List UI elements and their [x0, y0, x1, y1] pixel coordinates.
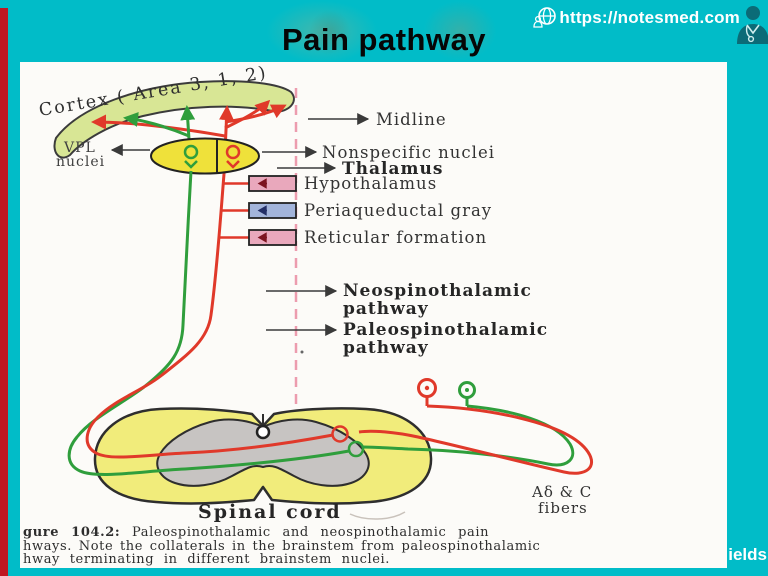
thalamus-label: Thalamus: [342, 159, 443, 179]
red-ascending-tract: [85, 173, 334, 459]
box-terminal-arrow: [257, 205, 267, 216]
caption-figure-number: gure 104.2:: [23, 525, 121, 540]
central-canal: [255, 424, 271, 440]
green-synapse-chevron: [184, 160, 198, 169]
red-fiber: [224, 99, 271, 130]
spinal-gray-matter: [156, 418, 370, 487]
caption-line-1-text: Paleospinothalamic and neospinothalamic …: [132, 525, 490, 540]
vpl-label-line2: nuclei: [56, 154, 105, 170]
periaqueductal-box: [248, 202, 297, 219]
neospinothalamic-label-line2: pathway: [343, 299, 429, 319]
caption-line-2: hways. Note the collaterals in the brain…: [23, 538, 541, 554]
pathway-labels: Neospinothalamic pathway Paleospinothala…: [266, 281, 548, 358]
red-fiber: [91, 114, 226, 138]
thalamus-structure: [150, 137, 260, 175]
spinal-cord-label: Spinal cord: [198, 501, 342, 523]
hypothalamus-label: Hypothalamus: [304, 174, 437, 193]
red-synapse-chevron: [226, 160, 240, 169]
green-ascending-tract: [67, 170, 350, 476]
caption-line-3: hway terminating in different brainstem …: [23, 552, 391, 568]
green-fiber: [123, 112, 190, 138]
red-fiber: [224, 104, 287, 124]
red-peripheral-fiber: [358, 404, 594, 475]
caption-line-1: gure 104.2: Paleospinothalamic and neosp…: [23, 526, 653, 540]
midline-label: Midline: [376, 110, 447, 129]
hypothalamus-box: [248, 175, 297, 192]
paleospinothalamic-label-line1: Paleospinothalamic: [343, 320, 548, 340]
fibers-label-line1: Aδ & C: [531, 483, 592, 501]
vpl-neuron-green: [183, 144, 199, 160]
site-url-text: https://notesmed.com: [559, 8, 740, 27]
box-terminal-arrow: [257, 178, 267, 189]
reticular-box: [248, 229, 297, 246]
pencil-mark: [349, 511, 406, 520]
box-terminal-arrow: [257, 232, 267, 243]
red-receptor: [417, 378, 437, 398]
periaqueductal-label: Periaqueductal gray: [304, 201, 492, 220]
green-receptor: [458, 381, 476, 399]
paleospinothalamic-label-line2: pathway: [343, 338, 429, 358]
site-link[interactable]: https://notesmed.com: [532, 5, 740, 31]
left-accent-bar: [0, 8, 8, 576]
red-receptor-dot: [424, 385, 430, 391]
fibers-label-line2: fibers: [538, 499, 588, 517]
paleospinothalamic-pathway: [85, 173, 594, 475]
brainstem-labels: Midline Nonspecific nuclei Thalamus Hypo…: [218, 110, 495, 247]
neospinothalamic-label-line1: Neospinothalamic: [343, 281, 532, 301]
reticular-label: Reticular formation: [304, 228, 487, 247]
pain-pathway-diagram: Cortex ( Area 3, 1, 2): [38, 63, 594, 523]
figure-panel: Cortex ( Area 3, 1, 2): [20, 62, 727, 568]
nonspecific-neuron-red: [225, 144, 241, 160]
vpl-label-line1: VPL: [63, 140, 96, 156]
vpl-label-group: VPL nuclei: [56, 140, 150, 170]
globe-icon: [533, 7, 557, 28]
watermark-partial: ields: [728, 545, 767, 564]
figure-caption: gure 104.2: Paleospinothalamic and neosp…: [23, 526, 653, 567]
green-receptor-dot: [465, 388, 469, 392]
doctor-icon: [737, 6, 768, 44]
green-dorsal-horn-neuron: [347, 440, 365, 458]
nonspecific-label: Nonspecific nuclei: [322, 143, 495, 162]
page-title: Pain pathway: [281, 22, 487, 57]
thalamus-oval: [150, 137, 260, 175]
scan-dot: [300, 350, 304, 354]
